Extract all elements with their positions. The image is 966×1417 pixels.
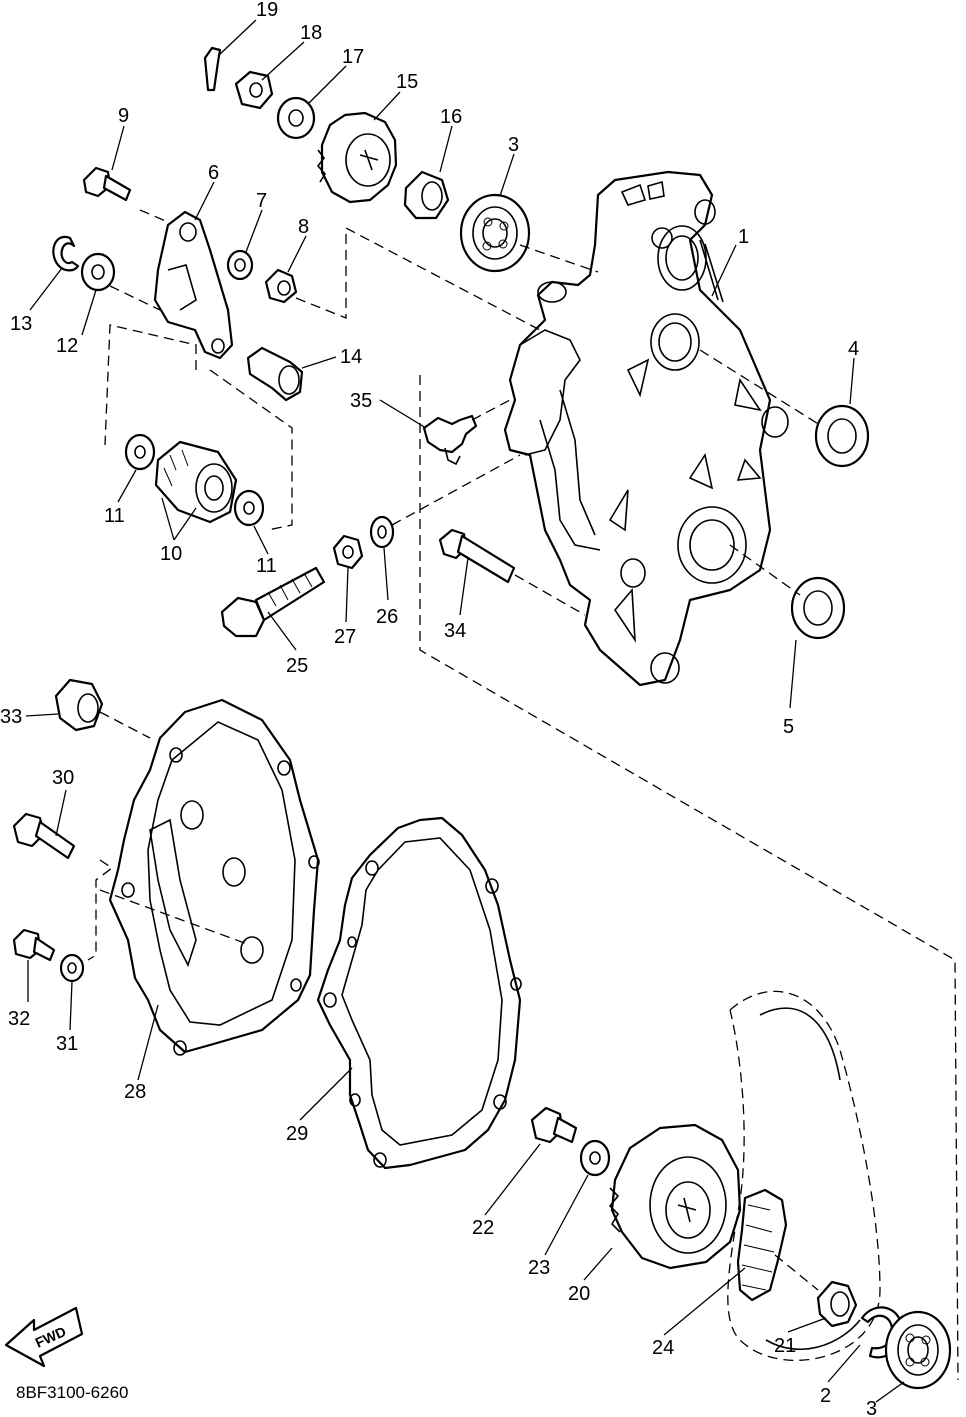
washer-31 — [59, 953, 85, 983]
callout-2: 2 — [820, 1385, 831, 1407]
callout-12: 12 — [56, 335, 78, 357]
callout-28: 28 — [124, 1081, 146, 1103]
washer-7 — [226, 249, 254, 281]
callout-30: 30 — [52, 767, 74, 789]
callout-17: 17 — [342, 46, 364, 68]
bolt-25 — [220, 566, 326, 638]
callout-32: 32 — [8, 1008, 30, 1030]
callout-20: 20 — [568, 1283, 590, 1305]
collar-8 — [264, 268, 298, 304]
callout-4: 4 — [848, 338, 859, 360]
washer-17 — [276, 96, 316, 140]
callout-27: 27 — [334, 626, 356, 648]
callout-24: 24 — [652, 1337, 674, 1359]
bolt-9 — [82, 166, 132, 202]
fitting-35 — [422, 414, 478, 466]
callout-33: 33 — [0, 706, 22, 728]
main-housing — [503, 170, 789, 687]
bolt-32 — [12, 928, 56, 962]
collar-21 — [816, 1280, 858, 1328]
washer-11-right — [233, 489, 265, 527]
collar-33 — [54, 678, 104, 732]
oil-seal-5 — [790, 576, 846, 640]
callout-8: 8 — [298, 216, 309, 238]
bearing-10 — [154, 440, 238, 524]
nut-27 — [332, 534, 364, 570]
bolt-34 — [438, 528, 516, 584]
callout-22: 22 — [472, 1217, 494, 1239]
callout-labels: 19 18 17 15 16 3 1 4 5 9 6 7 8 13 12 14 … — [0, 0, 877, 1417]
bearing-3-lower — [884, 1310, 952, 1390]
gasket-29 — [316, 816, 522, 1170]
assembly-guide-lines — [87, 209, 959, 1381]
callout-25: 25 — [286, 655, 308, 677]
callout-6: 6 — [208, 162, 219, 184]
cover-28 — [108, 698, 320, 1056]
callout-26: 26 — [376, 606, 398, 628]
callout-35: 35 — [350, 390, 372, 412]
callout-11-left: 11 — [104, 505, 125, 527]
callout-29: 29 — [286, 1123, 308, 1145]
collar-16 — [403, 170, 450, 220]
callout-10: 10 — [160, 543, 182, 565]
callout-11-right: 11 — [256, 555, 277, 577]
washer-26 — [369, 515, 395, 549]
leader-lines — [25, 19, 905, 1403]
callout-15: 15 — [396, 71, 418, 93]
callout-16: 16 — [440, 106, 462, 128]
nut-18 — [234, 70, 274, 110]
circlip-13 — [52, 235, 80, 272]
callout-13: 13 — [10, 313, 32, 335]
callout-3-upper: 3 — [508, 134, 519, 156]
diagram-code: 8BF3100-6260 — [16, 1383, 128, 1402]
bolt-22 — [530, 1106, 578, 1144]
callout-31: 31 — [56, 1033, 78, 1055]
sprocket-15 — [316, 111, 398, 204]
bolt-30 — [12, 812, 76, 860]
callout-3-lower: 3 — [866, 1398, 877, 1417]
callout-34: 34 — [444, 620, 466, 642]
callout-18: 18 — [300, 22, 322, 44]
callout-19: 19 — [256, 0, 278, 21]
cotter-pin-19 — [203, 46, 222, 92]
washer-11-left — [124, 433, 156, 471]
callout-23: 23 — [528, 1257, 550, 1279]
bearing-3-upper — [459, 193, 531, 273]
sprocket-20 — [608, 1123, 742, 1270]
washer-23 — [579, 1139, 611, 1177]
chain-24 — [727, 990, 881, 1361]
oil-seal-4 — [814, 404, 870, 468]
fwd-arrow-icon: FWD — [4, 1306, 84, 1368]
washer-12 — [80, 252, 116, 292]
pin-14 — [246, 346, 304, 402]
callout-1: 1 — [738, 226, 749, 248]
callout-5: 5 — [783, 716, 794, 738]
callout-7: 7 — [256, 190, 267, 212]
bracket-6 — [153, 210, 234, 360]
callout-9: 9 — [118, 105, 129, 127]
callout-14: 14 — [340, 346, 362, 368]
callout-21: 21 — [774, 1335, 796, 1357]
